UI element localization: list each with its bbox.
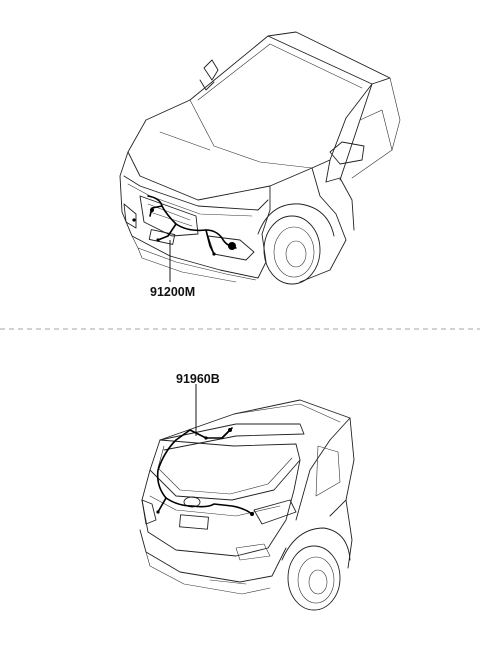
rear-vehicle-illustration xyxy=(139,399,355,611)
front-vehicle-illustration xyxy=(119,31,401,285)
part-91960B-label: 91960B xyxy=(176,372,220,386)
part-91200M-label: 91200M xyxy=(150,285,195,299)
